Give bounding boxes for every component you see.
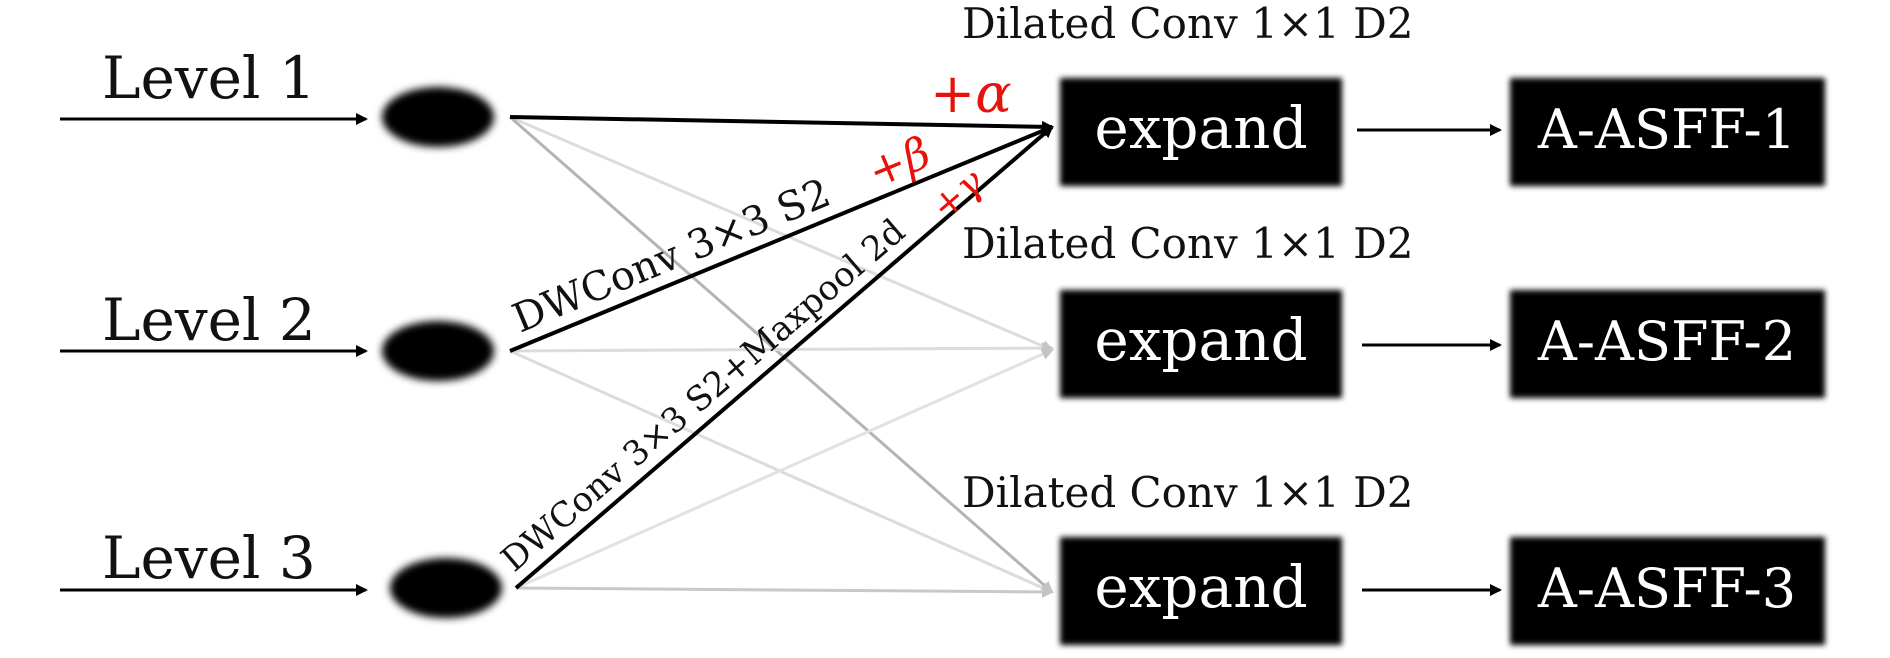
edge-level3-to-expand1 [514, 125, 1054, 590]
edge-level1-to-expand3 [509, 115, 1054, 594]
expand-label-1: expand [1094, 94, 1307, 162]
conv-label-3: Dilated Conv 1×1 D2 [962, 468, 1413, 517]
expand-label-3: expand [1094, 553, 1307, 621]
beta-weight-label: +β [861, 127, 938, 198]
level-2-label: Level 2 [102, 286, 316, 354]
level-1-label: Level 1 [102, 44, 316, 112]
output-box-3 [1510, 537, 1825, 645]
alpha-weight-label: +α [930, 62, 1012, 125]
conv-label-2: Dilated Conv 1×1 D2 [962, 219, 1413, 268]
conv-label-1: Dilated Conv 1×1 D2 [962, 0, 1413, 48]
edge-level1-to-expand2 [509, 115, 1054, 352]
output-box-1 [1510, 78, 1825, 186]
edge-level1-to-expand1 [509, 115, 1054, 133]
level-3-label: Level 3 [102, 524, 316, 592]
level-2-node [382, 321, 494, 381]
edge-level3-to-expand3 [515, 585, 1054, 598]
output-label-1: A-ASFF-1 [1537, 98, 1796, 161]
level-1-node [382, 87, 494, 147]
output-box-2 [1510, 290, 1825, 398]
output-label-3: A-ASFF-3 [1537, 557, 1796, 620]
output-label-2: A-ASFF-2 [1537, 310, 1796, 373]
edge-level2-to-expand2 [509, 342, 1054, 355]
expand-box-1 [1060, 78, 1342, 186]
level-3-node [390, 558, 502, 618]
edge-level2-to-expand1 [509, 125, 1054, 353]
edge-level3-to-expand2 [515, 348, 1054, 590]
expand-box-3 [1060, 537, 1342, 645]
expand-label-2: expand [1094, 306, 1307, 374]
expand-box-2 [1060, 290, 1342, 398]
